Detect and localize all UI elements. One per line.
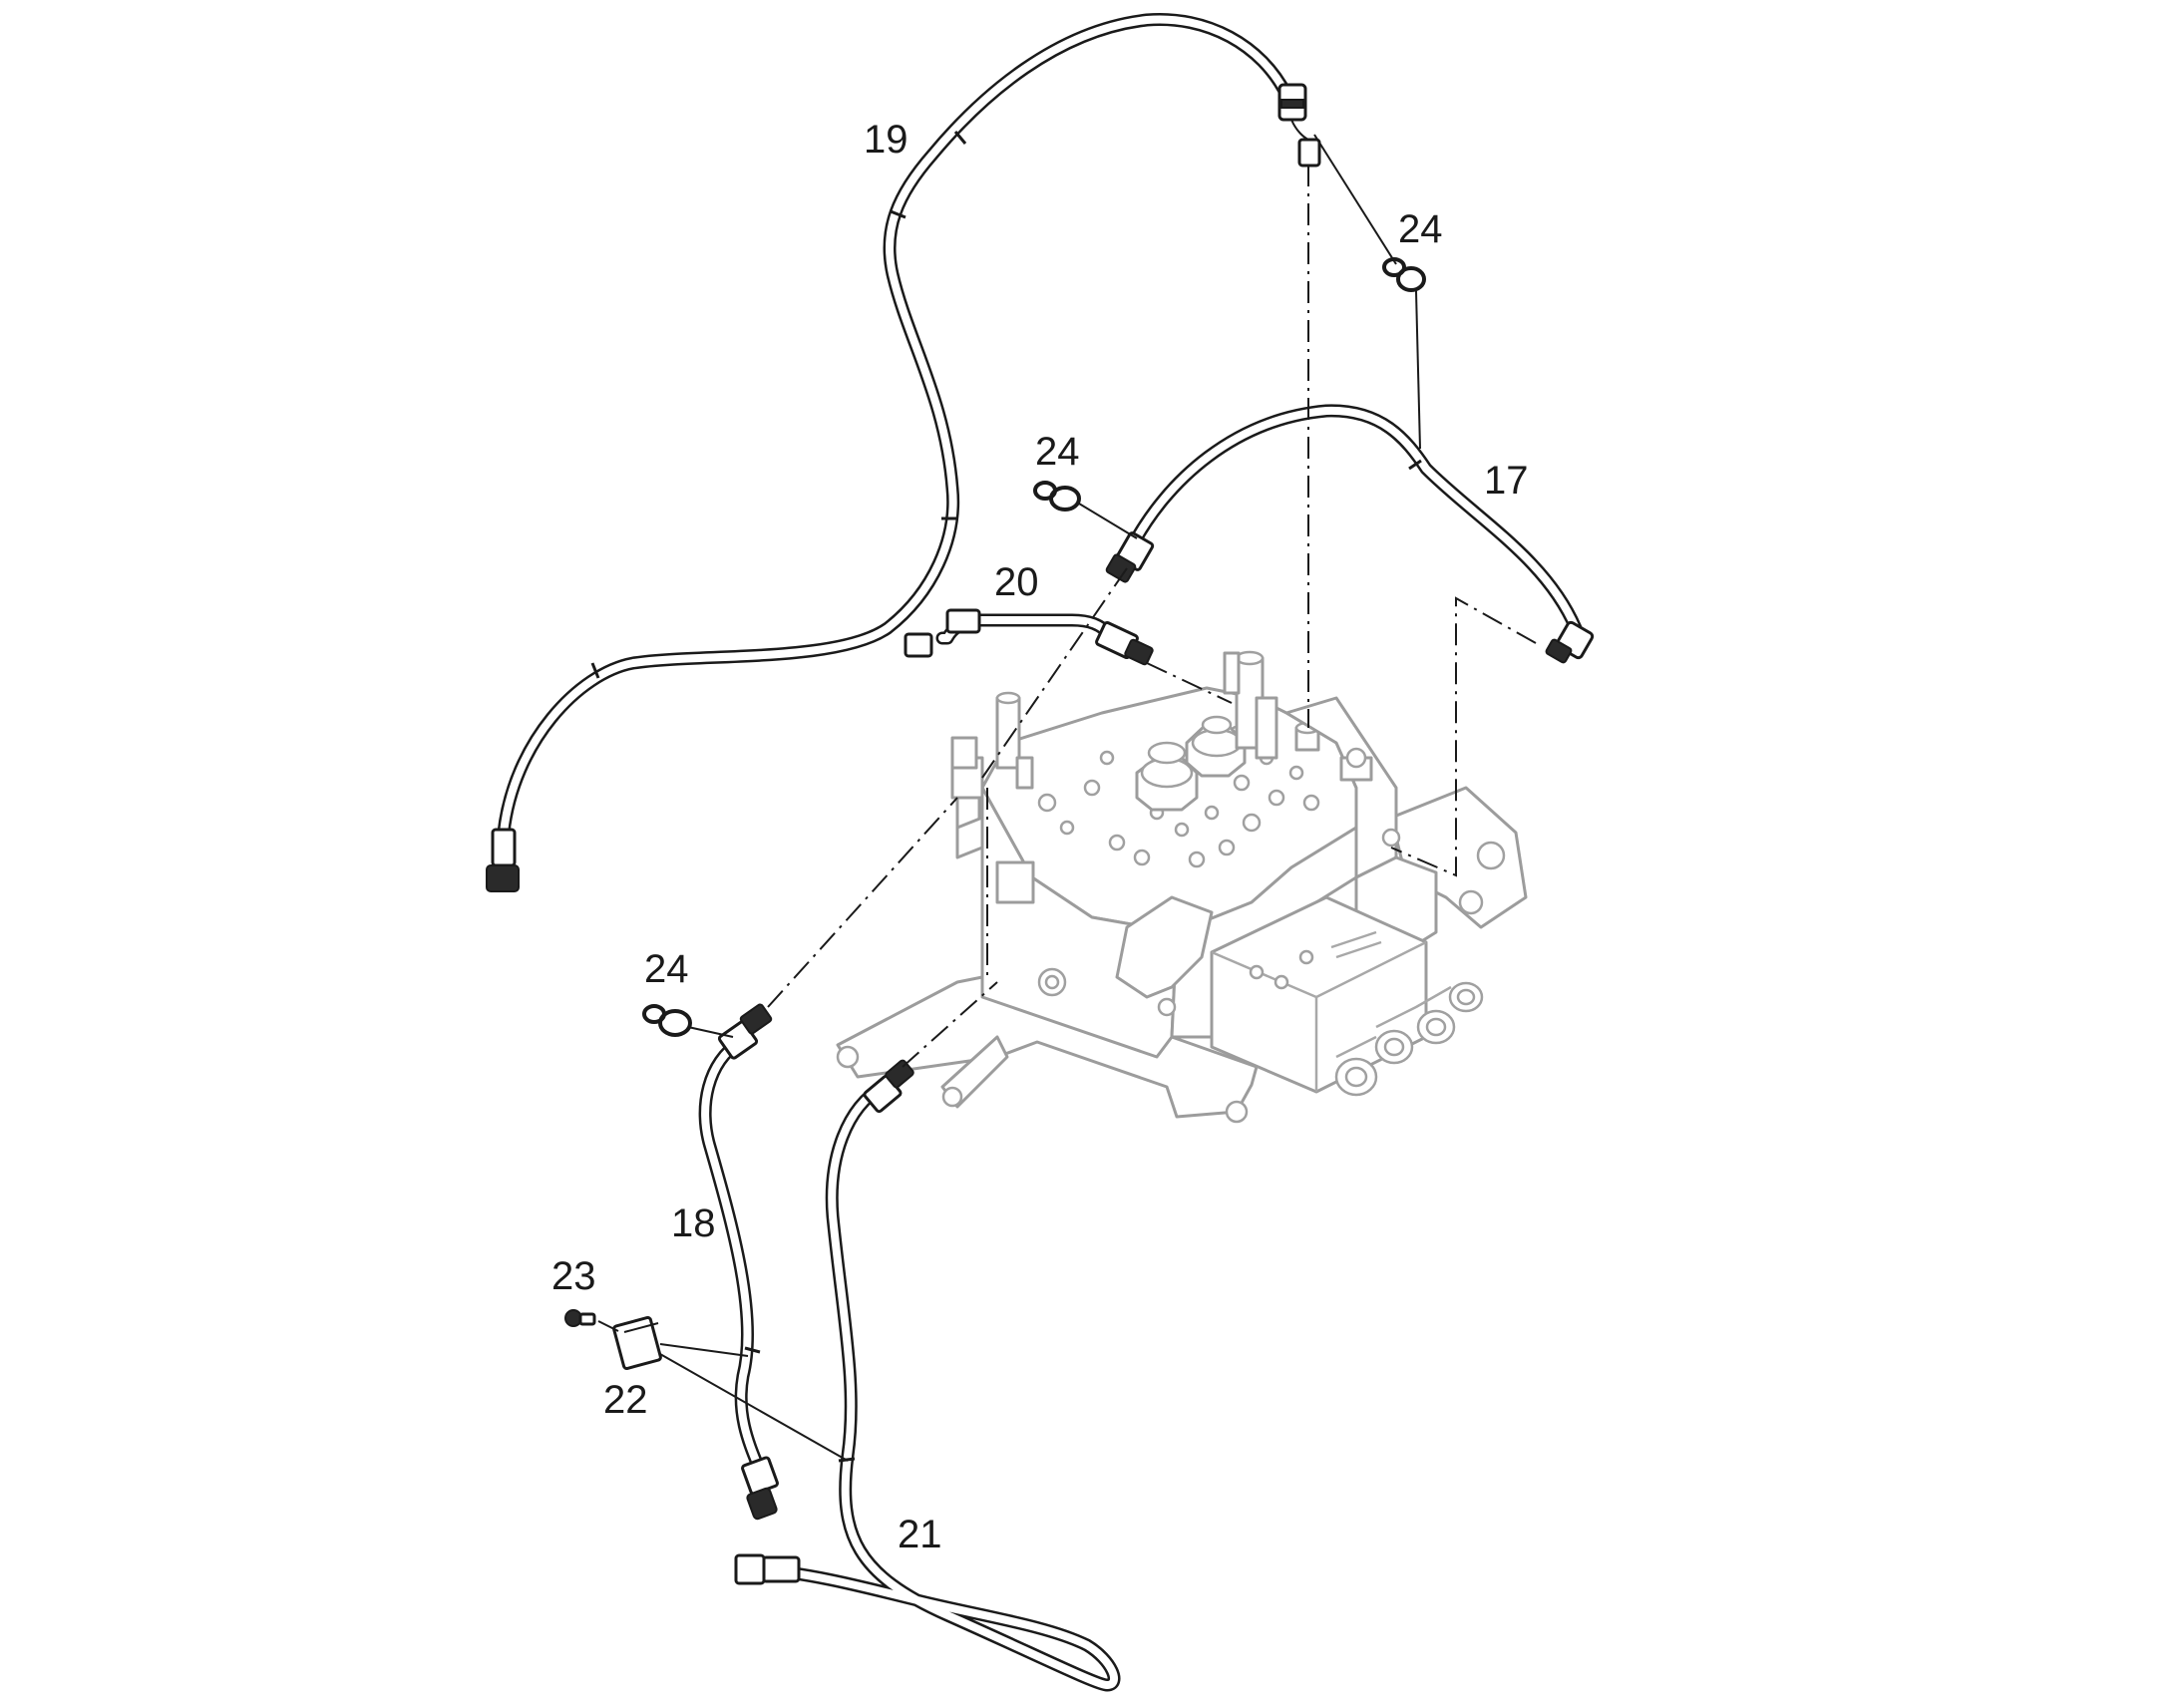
leader-lines: [597, 134, 1421, 1462]
hose-19: [497, 12, 1293, 859]
callout-24-low: 24: [644, 947, 689, 991]
callout-24-top: 24: [1398, 207, 1443, 251]
callout-17: 17: [1484, 459, 1529, 503]
callout-21: 21: [898, 1513, 942, 1556]
valve-caps: [1135, 715, 1247, 812]
callout-18: 18: [671, 1201, 716, 1245]
sleeve-22-part: [612, 1316, 662, 1370]
hose-17: [1123, 404, 1583, 635]
valve-ports: [1037, 725, 1320, 868]
clip-24-mid-part: [1033, 481, 1081, 512]
callout-23: 23: [551, 1254, 596, 1298]
hose-18: [698, 1035, 767, 1478]
plug-23-part: [564, 1309, 596, 1327]
callout-19: 19: [864, 118, 908, 162]
clip-24-top-part: [1382, 257, 1426, 292]
hose-fittings: [486, 83, 1595, 1585]
assembly-centerlines: [767, 165, 1537, 1068]
hose-21: [751, 1080, 1121, 1692]
callout-20: 20: [994, 560, 1039, 604]
control-valve-block: [836, 650, 1528, 1124]
callout-24-mid: 24: [1035, 430, 1080, 474]
spool-caps: [1334, 981, 1484, 1097]
callout-22: 22: [603, 1378, 648, 1422]
clip-24-low-part: [642, 1004, 692, 1037]
